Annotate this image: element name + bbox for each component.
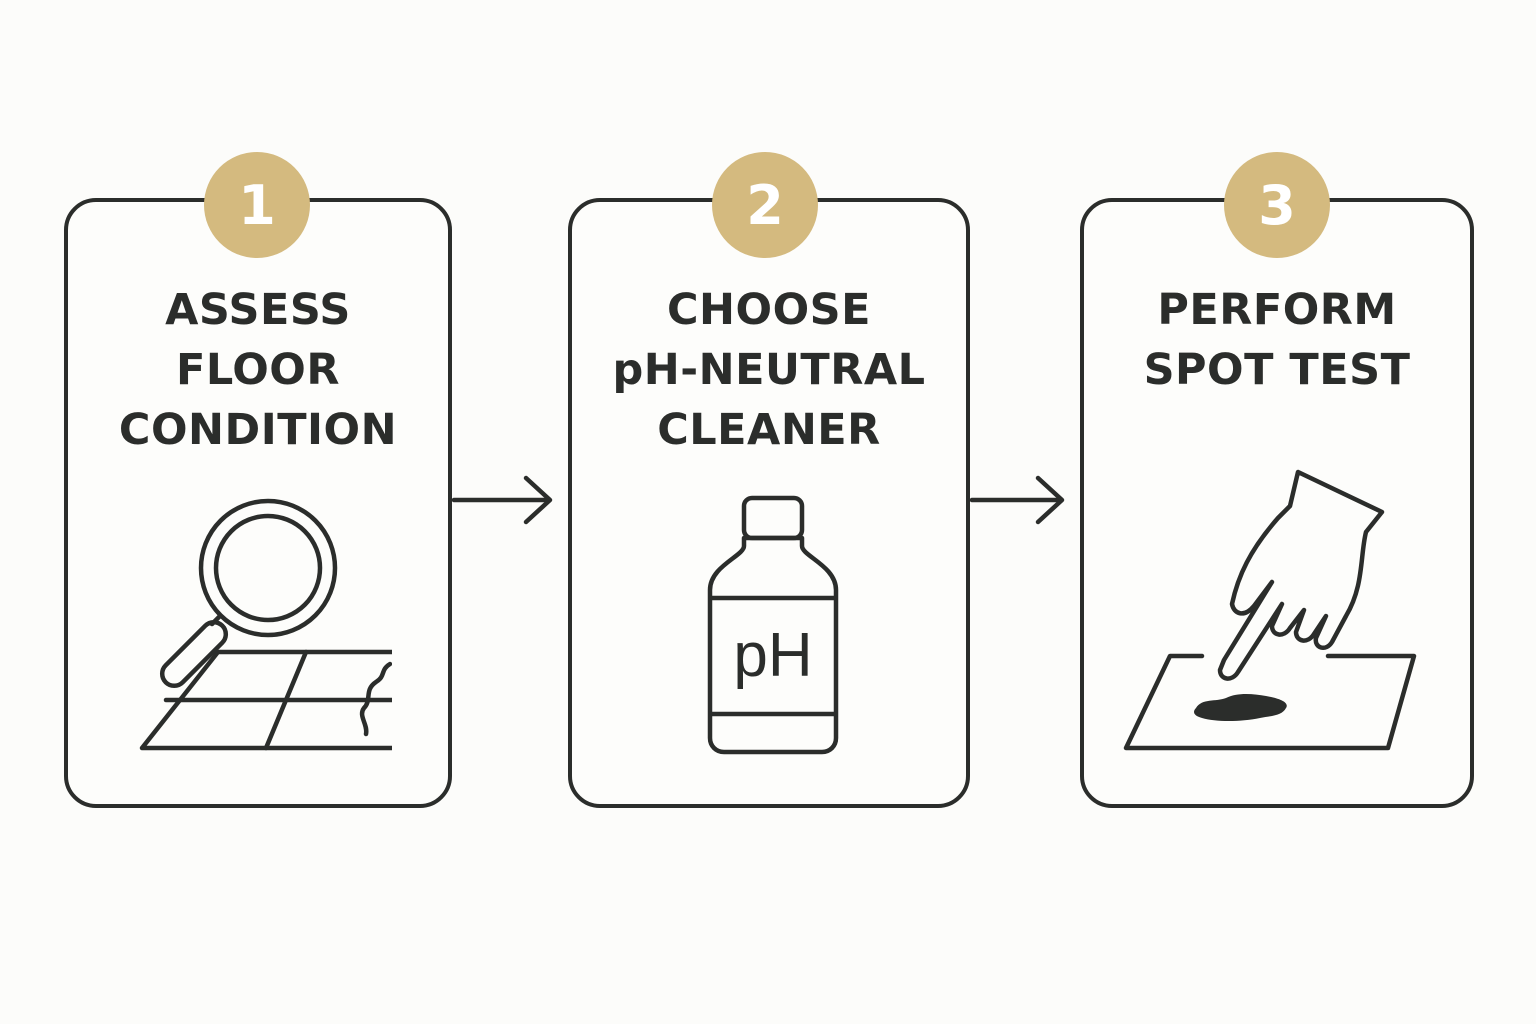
step-1-badge: 1 [204, 152, 310, 258]
step-3-card: PERFORM SPOT TEST [1080, 198, 1474, 808]
step-3-title: PERFORM SPOT TEST [1084, 280, 1470, 400]
step-3-badge: 3 [1224, 152, 1330, 258]
step-1-card: ASSESS FLOOR CONDITION [64, 198, 452, 808]
magnifier-over-cracked-tiles-icon [139, 498, 392, 751]
step-2-title: CHOOSE pH-NEUTRAL CLEANER [572, 280, 966, 460]
step-1-title-line-3: CONDITION [118, 405, 398, 455]
ph-bottle-label: pH [733, 621, 812, 690]
ph-bottle-icon: pH [707, 495, 839, 755]
step-2-title-line-1: CHOOSE [667, 285, 871, 335]
step-2-title-line-2: pH-NEUTRAL [612, 345, 926, 395]
arrow-right-icon [452, 475, 553, 525]
step-2-card: CHOOSE pH-NEUTRAL CLEANER pH [568, 198, 970, 808]
step-1-title-line-1: ASSESS [165, 285, 351, 335]
step-2-badge: 2 [712, 152, 818, 258]
finger-touching-spot-icon [1123, 469, 1417, 751]
step-1-title-line-2: FLOOR [176, 345, 340, 395]
step-2-title-line-3: CLEANER [657, 405, 881, 455]
step-3-title-line-1: PERFORM [1157, 285, 1397, 335]
arrow-right-icon [970, 475, 1065, 525]
step-3-title-line-2: SPOT TEST [1143, 345, 1411, 395]
step-1-title: ASSESS FLOOR CONDITION [68, 280, 448, 460]
